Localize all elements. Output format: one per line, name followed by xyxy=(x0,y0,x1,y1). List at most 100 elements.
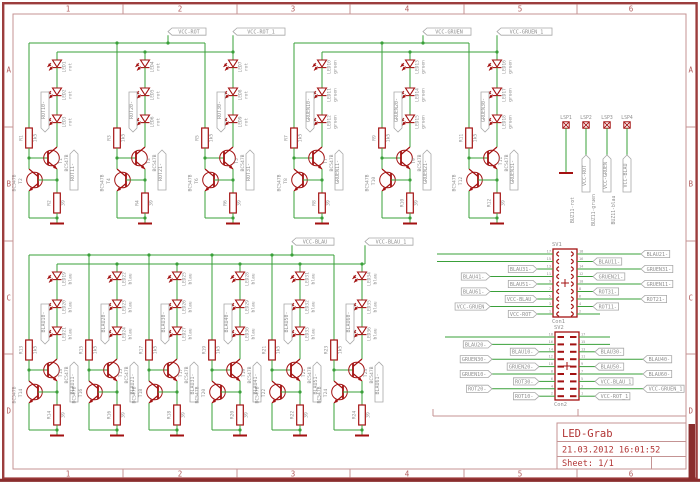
svg-text:T10: T10 xyxy=(371,177,377,186)
svg-text:Con2: Con2 xyxy=(554,402,567,408)
svg-text:BC547B: BC547B xyxy=(365,174,371,191)
svg-text:rot: rot xyxy=(156,63,162,72)
svg-text:BLAU30-: BLAU30- xyxy=(601,350,622,356)
svg-text:ROT20-: ROT20- xyxy=(468,387,486,393)
svg-text:4: 4 xyxy=(405,469,410,478)
svg-text:BLAU51-: BLAU51- xyxy=(510,282,531,288)
svg-text:17: 17 xyxy=(547,250,551,254)
svg-text:T6: T6 xyxy=(194,178,200,184)
svg-text:11: 11 xyxy=(581,355,585,359)
svg-text:LED16: LED16 xyxy=(502,60,508,74)
svg-text:39: 39 xyxy=(61,412,67,418)
svg-text:T9: T9 xyxy=(411,158,417,164)
svg-text:LED26: LED26 xyxy=(182,300,188,314)
svg-text:BUZ11-gruen: BUZ11-gruen xyxy=(591,194,597,226)
svg-text:14: 14 xyxy=(549,347,553,351)
svg-text:gruen: gruen xyxy=(422,60,427,74)
svg-text:rot: rot xyxy=(244,63,250,72)
svg-text:BC547B: BC547B xyxy=(188,174,194,191)
svg-text:GRUEN20-: GRUEN20- xyxy=(509,365,534,371)
svg-text:6: 6 xyxy=(551,377,553,381)
svg-text:rot: rot xyxy=(156,91,162,100)
svg-text:BC547B: BC547B xyxy=(452,174,458,191)
svg-text:VCC-GRUEN_1: VCC-GRUEN_1 xyxy=(649,387,683,393)
svg-text:R24: R24 xyxy=(352,411,358,420)
svg-text:BLAU10-: BLAU10- xyxy=(41,311,47,332)
svg-text:ROT20-: ROT20- xyxy=(129,101,135,119)
svg-text:R5: R5 xyxy=(195,135,201,141)
svg-text:BC547B: BC547B xyxy=(132,386,138,403)
svg-text:LED24: LED24 xyxy=(122,327,128,341)
svg-text:LED28: LED28 xyxy=(245,272,251,286)
svg-text:39: 39 xyxy=(244,412,250,418)
svg-text:2: 2 xyxy=(551,392,553,396)
svg-text:39: 39 xyxy=(149,200,155,206)
svg-text:BC547B: BC547B xyxy=(329,154,335,171)
svg-text:R1: R1 xyxy=(19,135,25,141)
svg-text:blau: blau xyxy=(311,328,317,339)
svg-text:T13: T13 xyxy=(58,369,64,378)
svg-text:BLAU20-: BLAU20- xyxy=(101,311,107,332)
svg-text:Con1: Con1 xyxy=(552,319,565,325)
svg-text:BC547B: BC547B xyxy=(247,366,253,383)
svg-text:blau: blau xyxy=(68,273,74,284)
svg-text:B: B xyxy=(689,180,694,189)
svg-text:D: D xyxy=(689,407,694,416)
svg-text:BLAU31-: BLAU31- xyxy=(190,373,196,394)
svg-text:SV1: SV1 xyxy=(552,242,562,248)
svg-text:GRUEN30-: GRUEN30- xyxy=(462,357,487,363)
svg-text:VCC-GRUEN: VCC-GRUEN xyxy=(435,30,463,36)
svg-text:GRUEN21-: GRUEN21- xyxy=(423,160,429,184)
svg-text:GRUEN21-: GRUEN21- xyxy=(599,274,624,280)
svg-text:5: 5 xyxy=(549,295,551,299)
svg-text:BLAU40-: BLAU40- xyxy=(224,311,230,332)
svg-text:BUZ11-rot: BUZ11-rot xyxy=(570,197,576,223)
svg-text:BC547B: BC547B xyxy=(64,366,70,383)
svg-text:T21: T21 xyxy=(301,369,307,378)
svg-text:BC547B: BC547B xyxy=(504,154,510,171)
svg-text:LED20: LED20 xyxy=(62,300,68,314)
svg-text:8: 8 xyxy=(551,370,553,374)
svg-text:GRUEN10-: GRUEN10- xyxy=(306,98,312,122)
svg-text:BLAU60-: BLAU60- xyxy=(649,372,670,378)
svg-text:4: 4 xyxy=(551,384,553,388)
svg-text:9: 9 xyxy=(549,280,551,284)
svg-text:BC547B: BC547B xyxy=(12,386,18,403)
svg-text:blau: blau xyxy=(128,328,134,339)
sheet-text: Sheet: 1/1 xyxy=(562,459,614,469)
svg-text:GRUEN31-: GRUEN31- xyxy=(510,160,516,184)
svg-text:39: 39 xyxy=(61,200,67,206)
svg-text:R2: R2 xyxy=(47,200,53,206)
svg-text:LED9: LED9 xyxy=(238,116,244,127)
svg-text:LED3: LED3 xyxy=(62,116,68,127)
svg-text:R14: R14 xyxy=(47,411,53,420)
svg-text:BC547B: BC547B xyxy=(369,366,375,383)
supply-flag-VCC-BLAU_1: VCC-BLAU_1 xyxy=(364,237,414,264)
svg-text:T4: T4 xyxy=(106,178,112,184)
svg-text:4: 4 xyxy=(405,5,410,14)
svg-text:1k5: 1k5 xyxy=(216,346,222,355)
supply-flag-VCC-GRUEN: VCC-GRUEN xyxy=(422,27,472,43)
svg-text:BLAU61-: BLAU61- xyxy=(375,373,381,394)
svg-text:16: 16 xyxy=(579,257,583,261)
svg-text:GRUEN11-: GRUEN11- xyxy=(335,160,341,184)
svg-text:VCC-BLAU_1: VCC-BLAU_1 xyxy=(601,379,632,385)
svg-text:D: D xyxy=(7,407,12,416)
svg-text:LED1: LED1 xyxy=(62,61,68,72)
svg-text:BLAU41-: BLAU41- xyxy=(463,274,484,280)
svg-text:blau: blau xyxy=(373,301,379,312)
svg-text:LSP2: LSP2 xyxy=(580,115,592,121)
svg-text:BLAU51-: BLAU51- xyxy=(313,373,319,394)
svg-text:GRUEN30-: GRUEN30- xyxy=(481,98,487,122)
svg-text:ROT11-: ROT11- xyxy=(70,163,76,181)
svg-text:VCC-ROT_1: VCC-ROT_1 xyxy=(247,30,275,36)
